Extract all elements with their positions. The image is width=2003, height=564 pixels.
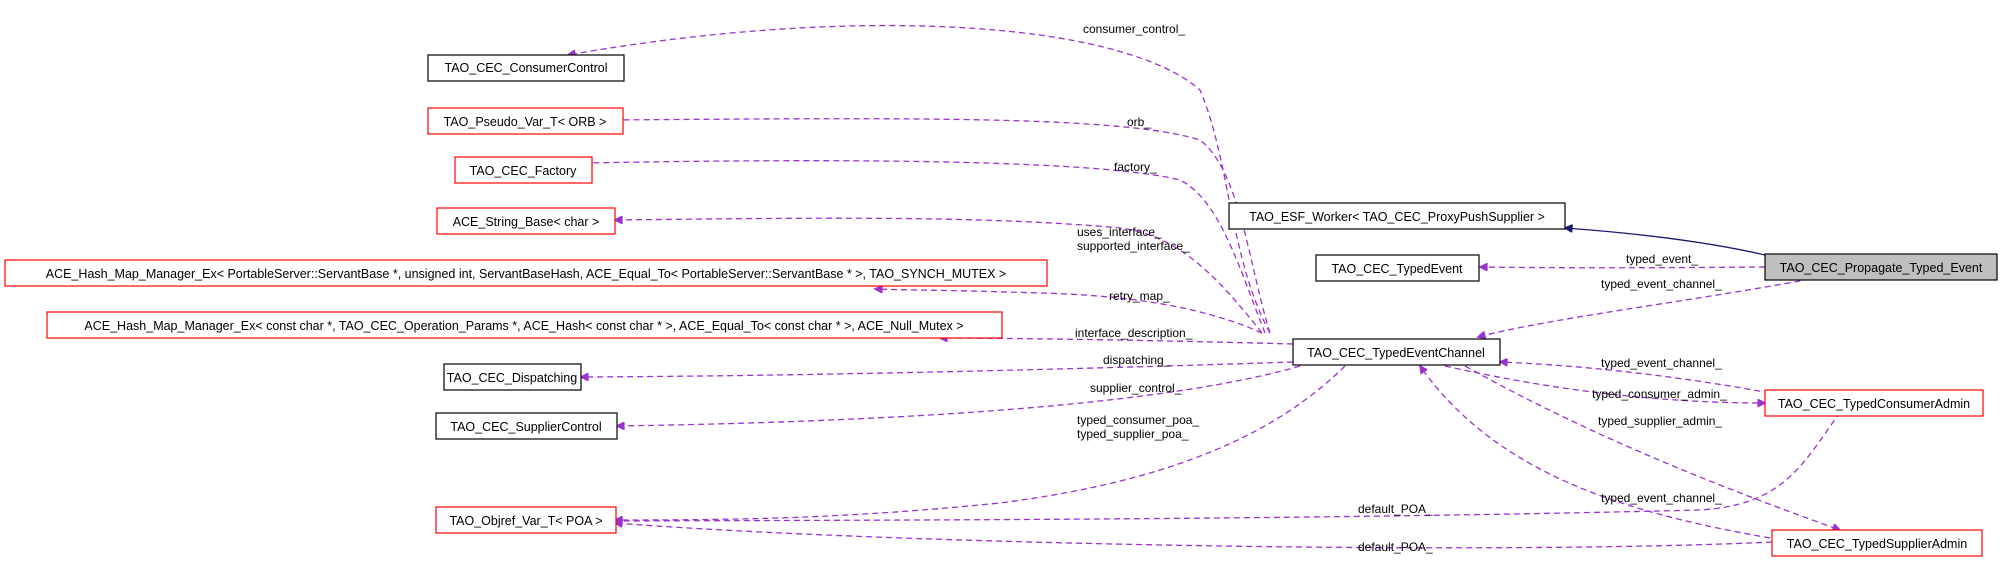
edge-typed-event: typed_event_ [1480, 252, 1766, 268]
edge-label-factory: factory_ [1114, 160, 1157, 174]
edge-label-typed-consumer-admin: typed_consumer_admin_ [1592, 387, 1727, 401]
node-typed-consumer-admin[interactable]: TAO_CEC_TypedConsumerAdmin [1764, 389, 1984, 417]
node-label-esf-worker: TAO_ESF_Worker< TAO_CEC_ProxyPushSupplie… [1249, 210, 1545, 224]
node-objref-var[interactable]: TAO_Objref_Var_T< POA > [435, 506, 617, 534]
node-label-factory: TAO_CEC_Factory [470, 164, 577, 178]
edge-retry-map: retry_map_ [875, 289, 1263, 334]
edges: consumer_control_ orb_ factory_ uses_int… [568, 22, 1840, 554]
node-label-objref-var: TAO_Objref_Var_T< POA > [449, 514, 602, 528]
edge-label-typed-event-channel-3: typed_event_channel_ [1601, 491, 1722, 505]
edge-label-default-poa-2: default_POA_ [1358, 540, 1433, 554]
edge-typed-event-channel-3: typed_event_channel_ [1420, 366, 1771, 539]
node-label-consumer-control: TAO_CEC_ConsumerControl [444, 61, 607, 75]
edge-label-uses-interface: uses_interface_ [1077, 225, 1162, 239]
edge-label-retry-map: retry_map_ [1109, 289, 1170, 303]
node-label-hash-map-servant: ACE_Hash_Map_Manager_Ex< PortableServer:… [46, 267, 1006, 281]
node-consumer-control[interactable]: TAO_CEC_ConsumerControl [427, 54, 625, 82]
node-label-typed-supplier-admin: TAO_CEC_TypedSupplierAdmin [1787, 537, 1967, 551]
node-label-propagate-typed-event: TAO_CEC_Propagate_Typed_Event [1780, 261, 1983, 275]
edge-typed-event-channel-1: typed_event_channel_ [1478, 277, 1811, 337]
node-hash-map-ops[interactable]: ACE_Hash_Map_Manager_Ex< const char *, T… [46, 311, 1003, 339]
node-factory[interactable]: TAO_CEC_Factory [454, 156, 593, 184]
edge-label-typed-consumer-poa: typed_consumer_poa_ [1077, 413, 1199, 427]
node-typed-event-channel[interactable]: TAO_CEC_TypedEventChannel [1292, 338, 1501, 366]
edge-typed-consumer-admin: typed_consumer_admin_ [1444, 365, 1765, 403]
edge-label-typed-supplier-admin: typed_supplier_admin_ [1598, 414, 1722, 428]
edge-orb: orb_ [604, 115, 1271, 334]
edge-label-orb: orb_ [1127, 115, 1151, 129]
node-label-hash-map-ops: ACE_Hash_Map_Manager_Ex< const char *, T… [84, 319, 963, 333]
edge-label-interface-description: interface_description_ [1075, 326, 1193, 340]
edge-label-supplier-control: supplier_control_ [1090, 381, 1182, 395]
edge-default-poa-consumer-admin: default_POA_ [615, 411, 1841, 521]
edge-label-default-poa-1: default_POA_ [1358, 502, 1433, 516]
edge-uses-interface: uses_interface_ supported_interface_ [615, 218, 1263, 334]
edge-label-typed-event-channel-1: typed_event_channel_ [1601, 277, 1722, 291]
edge-default-poa-supplier-admin: default_POA_ [615, 523, 1773, 554]
node-hash-map-servant[interactable]: ACE_Hash_Map_Manager_Ex< PortableServer:… [4, 259, 1048, 287]
edge-label-typed-event-channel-2: typed_event_channel_ [1601, 356, 1722, 370]
edge-consumer-control: consumer_control_ [568, 22, 1271, 334]
edge-inherit-esf-worker [1565, 228, 1766, 256]
node-label-supplier-control: TAO_CEC_SupplierControl [450, 420, 601, 434]
node-pseudo-var[interactable]: TAO_Pseudo_Var_T< ORB > [427, 107, 624, 135]
node-label-typed-event-channel: TAO_CEC_TypedEventChannel [1307, 346, 1485, 360]
node-label-string-base: ACE_String_Base< char > [453, 215, 600, 229]
edge-label-consumer-control: consumer_control_ [1083, 22, 1185, 36]
edge-factory: factory_ [585, 160, 1266, 334]
node-label-typed-consumer-admin: TAO_CEC_TypedConsumerAdmin [1778, 397, 1970, 411]
edge-dispatching: dispatching_ [581, 353, 1294, 377]
edge-supplier-control: supplier_control_ [617, 365, 1301, 426]
edge-label-typed-supplier-poa: typed_supplier_poa_ [1077, 427, 1189, 441]
edge-label-supported-interface: supported_interface_ [1077, 239, 1190, 253]
node-esf-worker[interactable]: TAO_ESF_Worker< TAO_CEC_ProxyPushSupplie… [1228, 202, 1566, 230]
edge-typed-event-channel-2: typed_event_channel_ [1500, 356, 1771, 394]
edge-label-dispatching: dispatching_ [1103, 353, 1171, 367]
edge-typed-supplier-admin: typed_supplier_admin_ [1464, 365, 1840, 530]
node-supplier-control[interactable]: TAO_CEC_SupplierControl [435, 412, 618, 440]
node-label-dispatching: TAO_CEC_Dispatching [447, 371, 577, 385]
node-dispatching[interactable]: TAO_CEC_Dispatching [443, 363, 582, 391]
edge-typed-poa: typed_consumer_poa_ typed_supplier_poa_ [615, 365, 1346, 520]
nodes: TAO_CEC_ConsumerControl TAO_Pseudo_Var_T… [4, 54, 1998, 557]
edge-label-typed-event: typed_event_ [1626, 252, 1698, 266]
node-string-base[interactable]: ACE_String_Base< char > [436, 207, 616, 235]
node-propagate-typed-event[interactable]: TAO_CEC_Propagate_Typed_Event [1764, 253, 1998, 281]
node-typed-event[interactable]: TAO_CEC_TypedEvent [1315, 254, 1480, 282]
node-label-pseudo-var: TAO_Pseudo_Var_T< ORB > [444, 115, 607, 129]
node-typed-supplier-admin[interactable]: TAO_CEC_TypedSupplierAdmin [1771, 529, 1983, 557]
node-label-typed-event: TAO_CEC_TypedEvent [1331, 262, 1463, 276]
